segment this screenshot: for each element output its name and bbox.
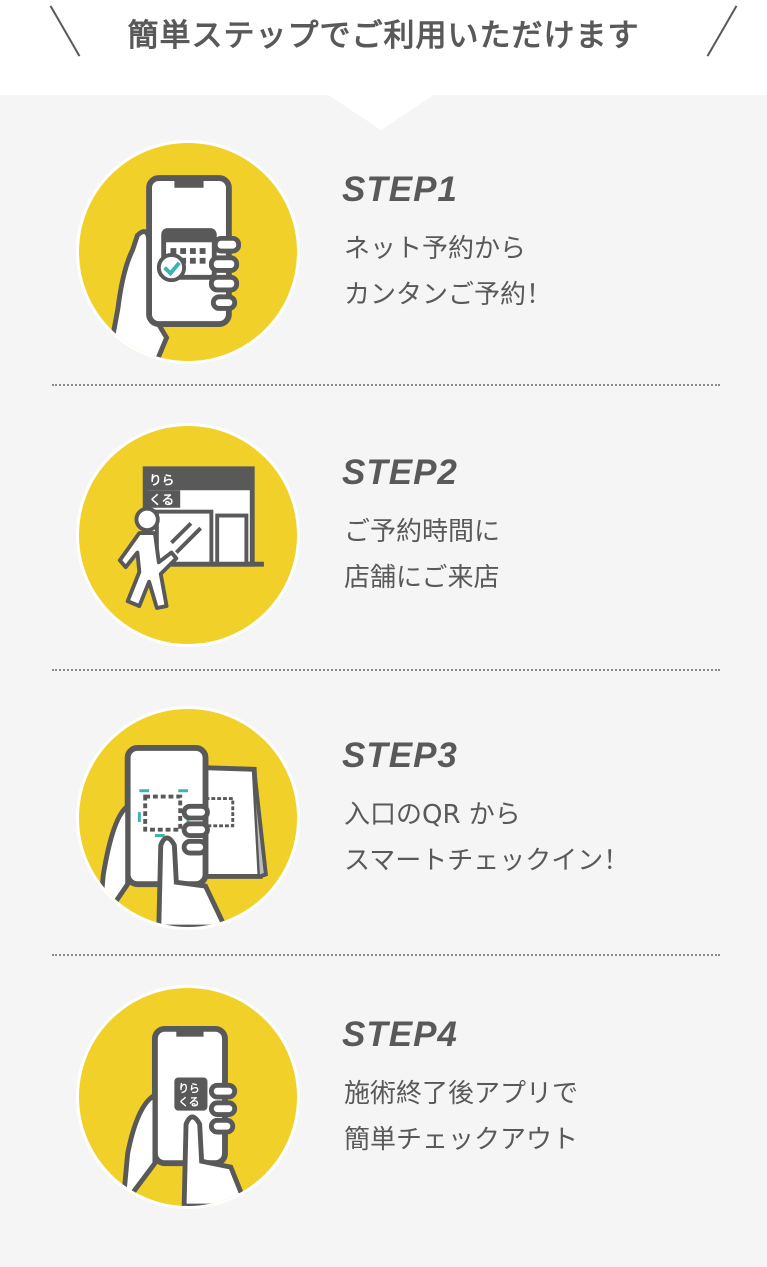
store-visit-icon: りら くる [76, 423, 300, 647]
step-description: ご予約時間に 店舗にご来店 [344, 509, 500, 601]
page-title: 簡単ステップでご利用いただけます [127, 18, 640, 54]
step-description: 入口のQR から スマートチェックイン！ [344, 792, 629, 884]
svg-text:くる: くる [178, 1096, 199, 1109]
step-2: りら くる STEP2 ご予約時間に 店舗にご来店 [0, 423, 767, 653]
header: 簡単ステップでご利用いただけます [0, 0, 767, 95]
step-label: STEP1 [342, 170, 458, 209]
description-line: 施術終了後アプリで [344, 1079, 579, 1109]
step-label: STEP3 [342, 736, 458, 775]
divider [52, 954, 720, 956]
svg-text:くる: くる [149, 492, 174, 507]
step-description: 施術終了後アプリで 簡単チェックアウト [344, 1071, 578, 1163]
step-label: STEP2 [342, 453, 458, 492]
phone-reservation-icon [76, 140, 300, 364]
qr-checkin-icon [76, 706, 300, 930]
description-line: スマートチェックイン！ [344, 846, 630, 876]
app-checkout-icon: りら くる [76, 985, 300, 1209]
step-4: りら くる STEP4 施術終了後アプリで 簡単チェックアウト [0, 985, 767, 1215]
header-pointer [327, 94, 435, 130]
svg-text:りら: りら [149, 472, 174, 487]
step-label: STEP4 [342, 1015, 458, 1054]
description-line: カンタンご予約！ [344, 280, 553, 310]
divider [52, 384, 720, 386]
description-line: ご予約時間に [344, 517, 501, 547]
description-line: 入口のQR から [344, 800, 521, 830]
divider [52, 669, 720, 671]
description-line: 簡単チェックアウト [344, 1125, 579, 1155]
description-line: ネット予約から [344, 234, 527, 264]
svg-text:りら: りら [178, 1082, 199, 1095]
step-description: ネット予約から カンタンご予約！ [344, 226, 552, 318]
step-1: STEP1 ネット予約から カンタンご予約！ [0, 140, 767, 370]
description-line: 店舗にご来店 [344, 563, 500, 593]
step-3: STEP3 入口のQR から スマートチェックイン！ [0, 706, 767, 936]
